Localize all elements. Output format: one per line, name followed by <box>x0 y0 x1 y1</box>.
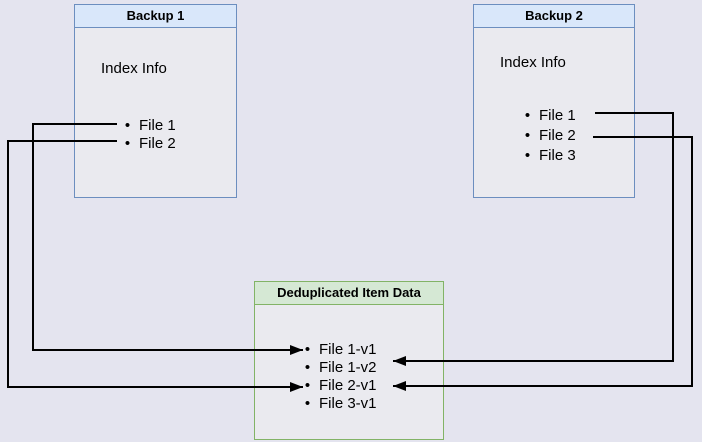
bullet-icon: • <box>304 358 311 376</box>
deduplicated-item-data-box: Deduplicated Item Data • File 1-v1 • Fil… <box>254 281 444 440</box>
list-item: • File 1 <box>75 116 236 134</box>
list-item: • File 1-v1 <box>255 340 443 358</box>
backup2-file-list: • File 1 • File 2 • File 3 <box>474 105 634 165</box>
bullet-icon: • <box>304 376 311 394</box>
file-version-label: File 2-v1 <box>319 376 377 394</box>
file-version-label: File 3-v1 <box>319 394 377 412</box>
bullet-icon: • <box>524 106 531 124</box>
list-item: • File 2 <box>75 134 236 152</box>
backup2-index-info-label: Index Info <box>500 54 566 71</box>
backup2-title: Backup 2 <box>474 5 634 28</box>
file-version-label: File 1-v2 <box>319 358 377 376</box>
list-item: • File 1-v2 <box>255 358 443 376</box>
backup2-box: Backup 2 Index Info • File 1 • File 2 • … <box>473 4 635 198</box>
bullet-icon: • <box>304 394 311 412</box>
bullet-icon: • <box>124 116 131 134</box>
list-item: • File 1 <box>474 105 634 125</box>
list-item: • File 2 <box>474 125 634 145</box>
file-label: File 3 <box>539 146 576 164</box>
file-label: File 1 <box>139 116 176 134</box>
backup1-title: Backup 1 <box>75 5 236 28</box>
bullet-icon: • <box>524 146 531 164</box>
list-item: • File 3-v1 <box>255 394 443 412</box>
deduplicated-item-data-title: Deduplicated Item Data <box>255 282 443 305</box>
backup1-index-info-label: Index Info <box>101 60 167 77</box>
file-version-label: File 1-v1 <box>319 340 377 358</box>
file-label: File 1 <box>539 106 576 124</box>
bullet-icon: • <box>304 340 311 358</box>
backup1-box: Backup 1 Index Info • File 1 • File 2 <box>74 4 237 198</box>
file-label: File 2 <box>539 126 576 144</box>
list-item: • File 3 <box>474 145 634 165</box>
backup1-file-list: • File 1 • File 2 <box>75 116 236 152</box>
list-item: • File 2-v1 <box>255 376 443 394</box>
bullet-icon: • <box>524 126 531 144</box>
dedup-file-list: • File 1-v1 • File 1-v2 • File 2-v1 • Fi… <box>255 340 443 412</box>
bullet-icon: • <box>124 134 131 152</box>
file-label: File 2 <box>139 134 176 152</box>
